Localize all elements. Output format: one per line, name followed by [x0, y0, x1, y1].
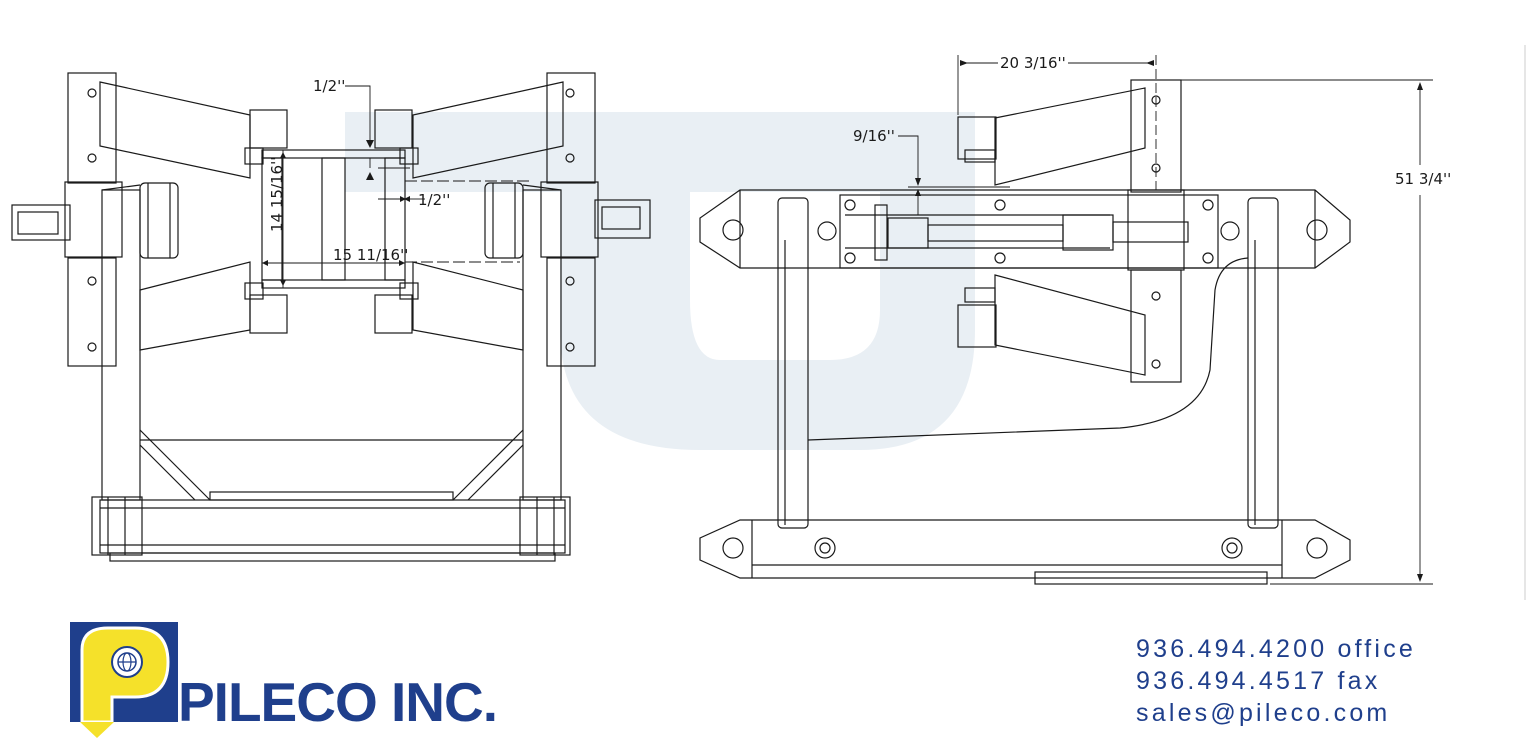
phone-fax[interactable]: 936.494.4517 fax [1136, 667, 1381, 695]
dim-flange-width: 15 11/16'' [333, 246, 408, 264]
company-logo [70, 622, 178, 738]
down-arrow-icon [80, 722, 114, 738]
dim-gap-top: 1/2'' [313, 77, 345, 95]
dim-offset-small: 9/16'' [853, 127, 895, 145]
dim-flange-height: 14 15/16'' [268, 157, 286, 232]
side-view-dimensions [898, 55, 1433, 585]
contact-block: 936.494.4200 office 936.494.4517 fax sal… [1136, 633, 1416, 729]
dim-width-top: 20 3/16'' [1000, 54, 1066, 72]
side-view [699, 79, 1351, 585]
front-view [11, 72, 651, 562]
front-view-arrowheads [262, 140, 410, 286]
phone-office[interactable]: 936.494.4200 office [1136, 635, 1416, 663]
watermark-logo [345, 112, 975, 450]
front-view-dimensions [262, 85, 530, 288]
email-link[interactable]: sales@pileco.com [1136, 699, 1391, 727]
company-name: PILECO INC. [178, 671, 498, 733]
dim-gap-side: 1/2'' [418, 191, 450, 209]
side-view-arrowheads [915, 60, 1423, 582]
dim-overall-height: 51 3/4'' [1395, 170, 1451, 188]
